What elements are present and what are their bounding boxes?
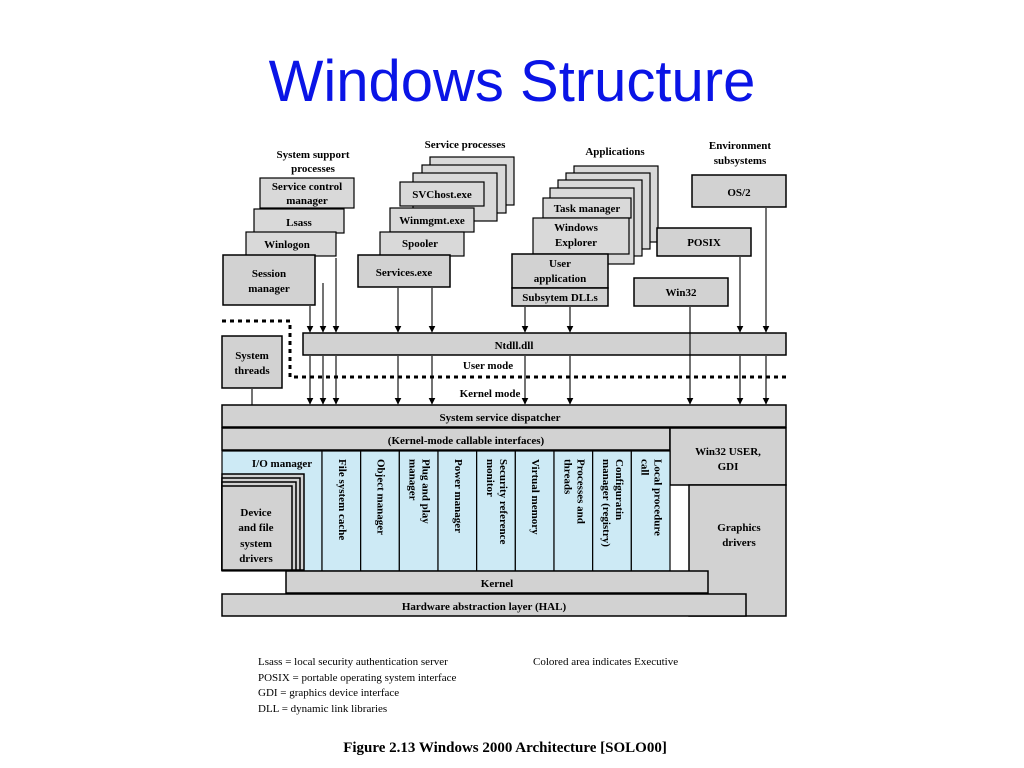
service-processes-stack: SVChost.exe Winmgmt.exe Spooler Services… — [357, 156, 515, 288]
session-manager-label: Session — [252, 268, 286, 280]
executive-component-label: Local procedure — [652, 459, 664, 536]
device-drivers-line-2: and file — [238, 522, 273, 534]
executive-component-label: Security reference — [497, 459, 509, 545]
executive-component-label: Power manager — [452, 459, 464, 533]
system-service-dispatcher — [221, 404, 787, 428]
session-manager-label-2: manager — [248, 283, 290, 295]
heading-service-processes: Service processes — [425, 139, 506, 151]
service-control-manager-label-2: manager — [286, 195, 328, 207]
device-drivers-line-3: system — [240, 538, 272, 550]
user-kernel-mode-boundary — [222, 319, 786, 379]
executive-component-label: File system cache — [336, 459, 348, 540]
io-manager-label: I/O manager — [252, 458, 312, 470]
services-exe-label: Services.exe — [376, 267, 433, 279]
winmgmt-label: Winmgmt.exe — [399, 215, 465, 227]
environment-subsystems: OS/2 POSIX Win32 — [633, 174, 787, 307]
arrows — [248, 208, 770, 427]
executive-component-label: Configuratin — [613, 459, 625, 520]
legend: Lsass = local security authentication se… — [258, 656, 678, 715]
subsystem-dlls-label: Subsytem DLLs — [522, 292, 598, 304]
legend-line-3: GDI = graphics device interface — [258, 687, 399, 699]
executive-component-label: Plug and play — [420, 459, 432, 524]
hal-label: Hardware abstraction layer (HAL) — [402, 601, 567, 613]
executive-column — [398, 450, 439, 572]
kernel-mode-label: Kernel mode — [460, 388, 521, 400]
dispatcher-label: System service dispatcher — [440, 412, 561, 424]
svchost-label: SVChost.exe — [412, 189, 472, 201]
executive-column — [514, 450, 555, 572]
graphics-drivers-label-2: drivers — [722, 537, 756, 549]
legend-line-1: Lsass = local security authentication se… — [258, 656, 448, 668]
service-control-manager-label: Service control — [272, 181, 342, 193]
legend-line-4: DLL = dynamic link libraries — [258, 703, 387, 715]
device-drivers-line-4: drivers — [239, 553, 273, 565]
system-threads-label-2: threads — [234, 365, 270, 377]
slide-title: Windows Structure — [268, 49, 756, 114]
executive-component-label: manager — [407, 459, 419, 501]
win32-user-gdi-label-2: GDI — [718, 461, 739, 473]
user-application-label: User — [549, 258, 571, 270]
graphics-drivers-label: Graphics — [717, 522, 761, 534]
spooler-label: Spooler — [402, 238, 438, 250]
os2-label: OS/2 — [727, 187, 751, 199]
legend-line-2: POSIX = portable operating system interf… — [258, 672, 456, 684]
executive-column — [553, 450, 594, 572]
executive-components: File system cache Object manager Plug and … — [321, 450, 671, 572]
system-threads-label: System — [235, 350, 269, 362]
executive-component-label: Virtual memory — [529, 459, 541, 535]
task-manager-label: Task manager — [554, 203, 621, 215]
win32-user-gdi-label: Win32 USER, — [695, 446, 761, 458]
legend-colored-note: Colored area indicates Executive — [533, 656, 678, 668]
figure-caption: Figure 2.13 Windows 2000 Architecture [S… — [343, 740, 667, 756]
executive-column — [360, 450, 400, 572]
heading-environment-2: subsystems — [714, 155, 767, 167]
hal-box — [221, 593, 747, 617]
posix-label: POSIX — [687, 237, 721, 249]
applications-stack: Task manager Windows Explorer User appli… — [511, 165, 659, 307]
heading-environment: Environment — [709, 140, 771, 152]
system-threads-box — [221, 335, 283, 389]
heading-system-support-2: processes — [291, 163, 336, 175]
executive-column — [476, 450, 516, 572]
executive-component-label: Object manager — [374, 459, 386, 535]
executive-component-label: monitor — [484, 459, 496, 497]
device-drivers-line-1: Device — [240, 507, 271, 519]
ntdll-label: Ntdll.dll — [495, 340, 534, 352]
user-mode-label: User mode — [463, 360, 513, 372]
executive-component-label: threads — [561, 459, 573, 495]
executive-column — [321, 450, 362, 572]
win32-label: Win32 — [666, 287, 697, 299]
heading-applications: Applications — [585, 146, 645, 158]
heading-system-support: System support — [276, 149, 349, 161]
callable-interfaces-label: (Kernel-mode callable interfaces) — [388, 435, 545, 447]
executive-component-label: call — [639, 459, 651, 476]
user-application-label-2: application — [534, 273, 587, 285]
system-support-stack: Service control manager Lsass Winlogon S… — [222, 177, 355, 306]
kernel-label: Kernel — [481, 578, 513, 590]
lsass-label: Lsass — [286, 217, 312, 229]
device-drivers-stack: Device and file system drivers — [221, 473, 305, 571]
executive-component-label: manager (registry) — [600, 459, 612, 547]
ntdll-box — [302, 332, 787, 356]
executive-component-label: Processes and — [574, 459, 586, 524]
kernel-box — [285, 570, 709, 594]
windows-explorer-label-2: Explorer — [555, 237, 597, 249]
winlogon-label: Winlogon — [264, 239, 310, 251]
windows-explorer-label: Windows — [554, 222, 599, 234]
